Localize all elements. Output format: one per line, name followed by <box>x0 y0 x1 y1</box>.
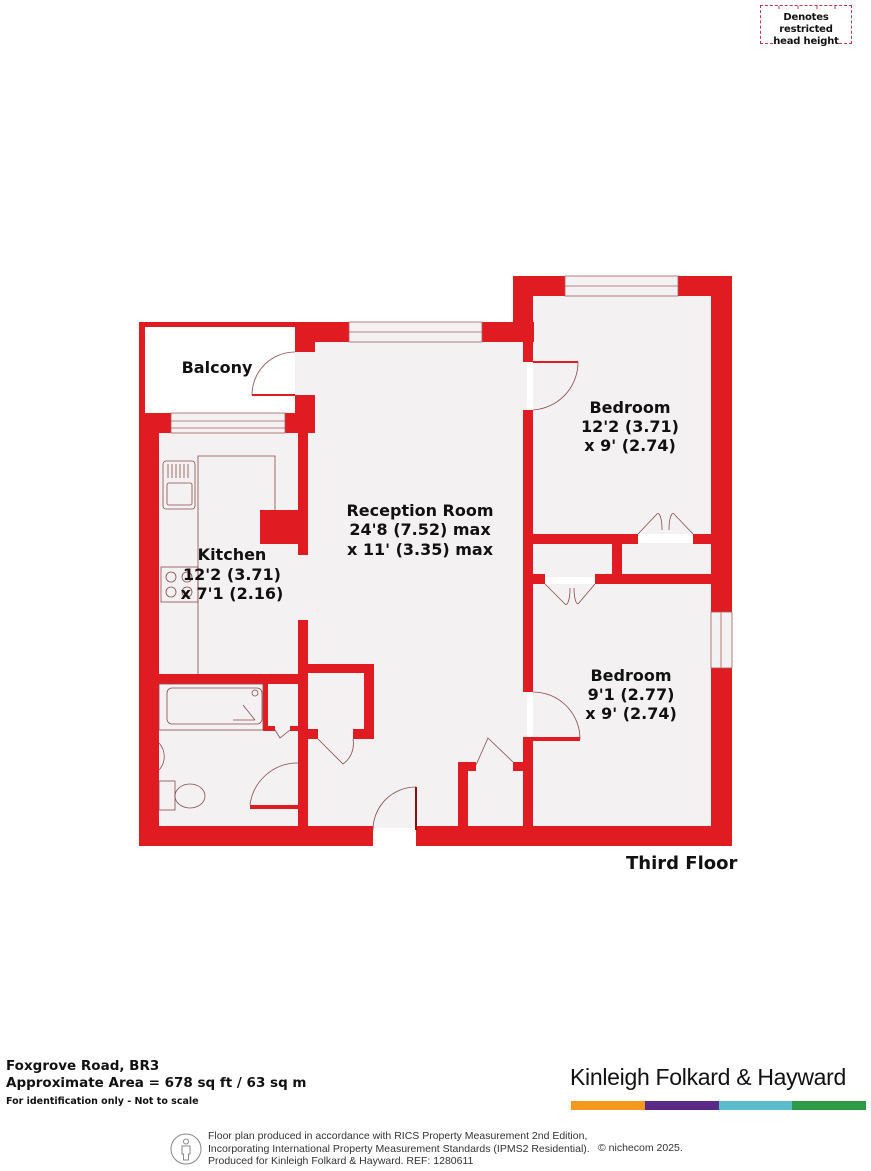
balcony-floor <box>145 328 295 413</box>
reception-dims-2: x 11' (3.35) max <box>347 540 494 559</box>
kitchen-dims-1: 12'2 (3.71) <box>183 565 281 584</box>
bedroom2-dims-2: x 9' (2.74) <box>585 704 677 723</box>
doors <box>249 351 694 831</box>
hob-icon <box>160 566 199 603</box>
footer-line-3: Produced for Kinleigh Folkard & Hayward.… <box>208 1155 474 1167</box>
basin-icon <box>158 742 165 771</box>
bedroom2-label: Bedroom <box>590 666 671 685</box>
south-wall-right <box>416 826 732 846</box>
wardrobe-bottom-stub <box>595 574 612 584</box>
reception-nw-pier <box>295 322 315 352</box>
floor-plan: Balcony Kitchen 12'2 (3.71) x 7'1 (2.16)… <box>139 275 733 846</box>
wardrobe-bottom-wall-left <box>523 574 545 584</box>
footer-line-1: Floor plan produced in accordance with R… <box>208 1130 588 1142</box>
balcony-top-rail <box>139 322 349 327</box>
brand-bar-purple <box>644 1101 719 1110</box>
sink-icon <box>162 460 196 510</box>
wardrobe1-door-left <box>637 513 663 535</box>
bedroom1-dims-1: 12'2 (3.71) <box>581 417 679 436</box>
property-address: Foxgrove Road, BR3 <box>6 1058 160 1074</box>
wardrobe-divider <box>612 534 622 578</box>
bedroom1-nw-wall <box>513 276 533 342</box>
kitchen-reception-partition-lower <box>298 620 308 828</box>
cupboard-left-stub <box>308 729 318 739</box>
bedroom2-window <box>710 611 733 669</box>
bedroom2-door-swing <box>532 691 581 740</box>
closet-left-stub <box>458 762 476 771</box>
reception-east-partition <box>523 410 533 692</box>
kitchen-top-wall-left <box>139 413 171 433</box>
bedroom2-floor <box>533 584 711 826</box>
cupboard-top-wall <box>308 664 374 673</box>
bathroom-floor <box>158 684 298 828</box>
legend-line-2: head height <box>773 36 839 48</box>
entrance-door-swing <box>372 786 417 831</box>
person-icon <box>170 1133 202 1165</box>
wardrobe-bottom-wall-right <box>612 574 711 584</box>
bedroom2-dims-1: 9'1 (2.77) <box>588 685 675 704</box>
bath-icon <box>158 683 264 731</box>
brand-color-bar <box>571 1101 866 1110</box>
closet-door <box>475 737 514 766</box>
agent-brand-name: Kinleigh Folkard & Hayward <box>570 1064 846 1090</box>
brand-bar-teal <box>718 1101 793 1110</box>
wardrobe2-door-left <box>544 583 571 605</box>
balcony-label: Balcony <box>182 358 253 377</box>
bedroom1-floor <box>533 296 711 534</box>
bedroom1-label: Bedroom <box>589 398 670 417</box>
balcony-door-swing <box>251 351 296 396</box>
cupboard-right-stub <box>353 729 374 739</box>
walls <box>139 276 732 846</box>
kitchen-counter <box>197 455 276 674</box>
bathroom-door-swing <box>249 762 299 806</box>
brand-bar-orange <box>571 1101 645 1110</box>
east-wall <box>711 276 732 846</box>
closet-left-wall <box>458 762 468 828</box>
bath-cupboard-door <box>274 729 291 739</box>
fixtures <box>158 455 276 811</box>
bath-cupboard-wall <box>263 684 268 730</box>
bath-cupboard-stub-right <box>290 726 300 731</box>
property-area: Approximate Area = 678 sq ft / 63 sq m <box>6 1075 307 1091</box>
kitchen-bathroom-divider <box>158 674 308 684</box>
south-wall-left <box>139 826 373 846</box>
kitchen-pillar <box>260 510 308 544</box>
floor-name: Third Floor <box>626 853 738 874</box>
copyright: © nichecom 2025. <box>598 1142 683 1154</box>
legend-line-1: Denotes restricted <box>761 12 851 36</box>
bedroom1-south-wall-left <box>523 534 638 544</box>
cupboard-door <box>317 738 354 765</box>
brand-bar-green <box>792 1101 866 1110</box>
windows <box>170 275 733 669</box>
bedroom1-door-swing <box>532 361 579 411</box>
bedroom1-dims-2: x 9' (2.74) <box>584 436 676 455</box>
reception-dims-1: 24'8 (7.52) max <box>349 520 491 539</box>
wardrobe1-door-right <box>668 513 694 535</box>
kitchen-reception-partition-upper <box>298 433 308 555</box>
kitchen-label: Kitchen <box>198 545 267 564</box>
closet-right-stub <box>513 762 533 771</box>
wardrobe2-door-right <box>573 583 596 605</box>
footer-line-2: Incorporating International Property Mea… <box>208 1142 590 1155</box>
floors <box>145 296 711 828</box>
bedroom2-door-stub <box>523 737 580 741</box>
bedroom1-door-stub-top <box>523 342 533 362</box>
reception-floor <box>295 340 527 828</box>
footer-text: Floor plan produced in accordance with R… <box>208 1130 590 1168</box>
bedroom1-south-wall-right <box>693 534 711 544</box>
west-thick-wall <box>139 413 159 845</box>
reception-label: Reception Room <box>346 501 493 520</box>
kitchen-window <box>170 412 286 434</box>
bath-cupboard-stub-left <box>263 726 275 731</box>
scale-disclaimer: For identification only - Not to scale <box>6 1096 199 1107</box>
cupboard-right-wall <box>364 664 374 734</box>
bathroom-door-stub <box>250 805 308 809</box>
kitchen-dims-2: x 7'1 (2.16) <box>181 584 284 603</box>
balcony-door-pier <box>295 395 315 433</box>
bedroom2-west-wall-lower <box>523 738 533 828</box>
